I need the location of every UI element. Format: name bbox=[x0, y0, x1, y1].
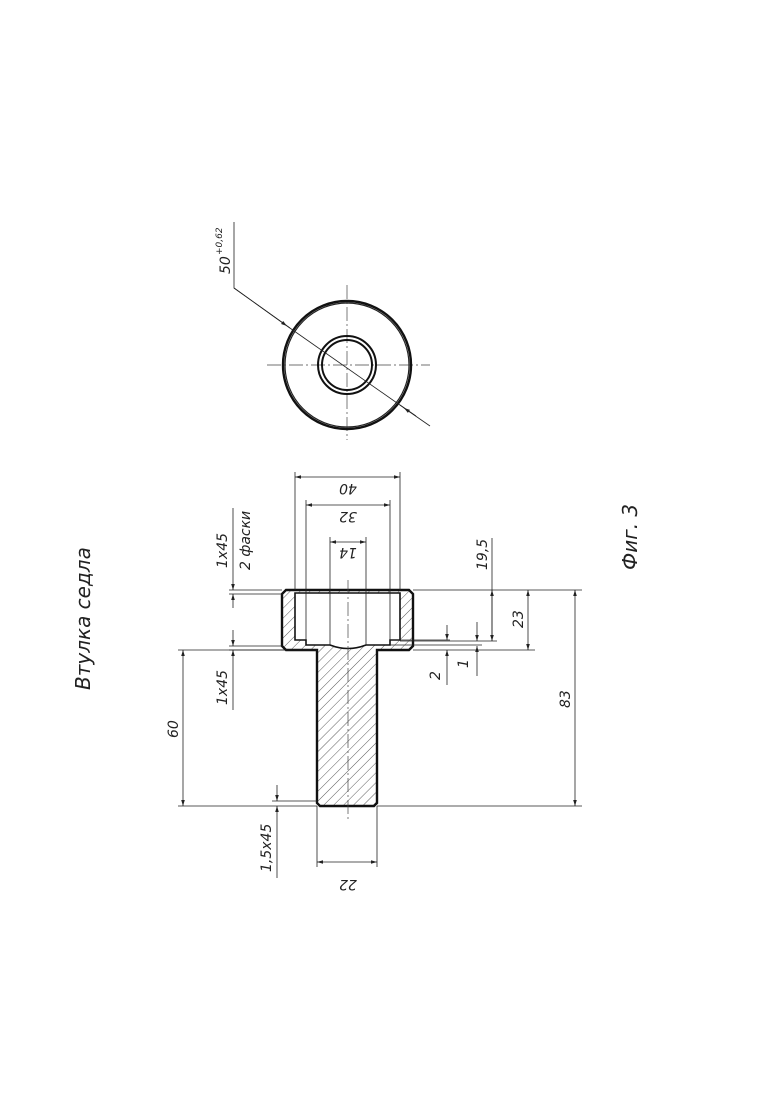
dim-14-label: 14 bbox=[339, 544, 357, 560]
dim-60-label: 60 bbox=[166, 720, 182, 738]
end-view-tolerance-label: +0,62 bbox=[215, 227, 225, 255]
dim-2-label: 2 bbox=[428, 671, 444, 680]
dim-40-label: 40 bbox=[339, 480, 357, 496]
chamfer-mid-label: 1x45 bbox=[215, 670, 231, 705]
end-view: 50 +0,62 bbox=[215, 222, 430, 440]
dim-40: 40 bbox=[295, 472, 400, 590]
dim-1-label: 1 bbox=[456, 659, 472, 668]
dim-60: 60 bbox=[166, 650, 317, 806]
chamfer-top-label: 1x45 bbox=[215, 533, 231, 568]
figure-label: Фиг. 3 bbox=[618, 504, 642, 570]
end-view-diameter-label: 50 bbox=[218, 256, 234, 274]
dim-23-label: 23 bbox=[511, 610, 527, 628]
section-view bbox=[280, 580, 420, 820]
dim-32-label: 32 bbox=[339, 508, 357, 524]
dim-19-5: 19,5 bbox=[400, 538, 497, 641]
drawing-title: Втулка седла bbox=[71, 547, 95, 690]
chamfer-mid: 1x45 bbox=[215, 630, 286, 710]
chamfer-bottom-label: 1,5x45 bbox=[259, 824, 275, 872]
dim-22: 22 bbox=[317, 806, 377, 892]
dim-83-label: 83 bbox=[558, 690, 574, 708]
chamfer-bottom: 1,5x45 bbox=[259, 785, 317, 878]
dim-19-5-label: 19,5 bbox=[475, 539, 491, 570]
dim-22-label: 22 bbox=[339, 876, 357, 892]
chamfer-top: 1x45 2 фаски bbox=[215, 508, 282, 608]
chamfer-top-note: 2 фаски bbox=[238, 511, 254, 570]
